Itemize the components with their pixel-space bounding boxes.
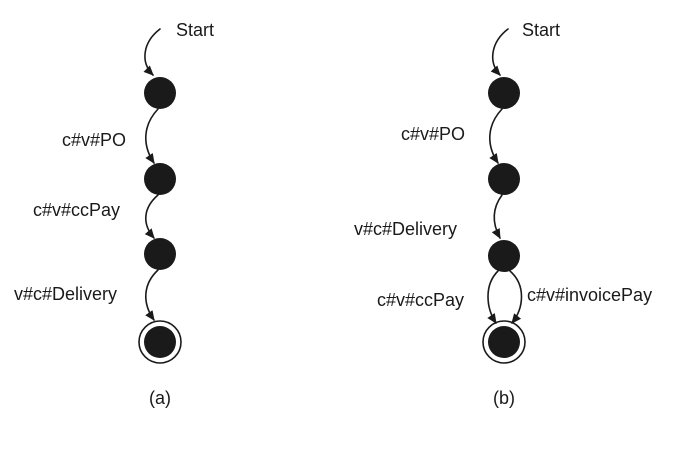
diagram-b-caption: (b) bbox=[493, 388, 515, 408]
diagram-b-label-invoicepay: c#v#invoicePay bbox=[527, 285, 652, 305]
diagram-a-state-2 bbox=[144, 163, 176, 195]
diagram-a-label-ccpay: c#v#ccPay bbox=[33, 200, 120, 220]
diagram-a-label-delivery: v#c#Delivery bbox=[14, 284, 117, 304]
diagram-a-state-1 bbox=[144, 77, 176, 109]
diagram-a-start-label: Start bbox=[176, 20, 214, 40]
diagram-a-final-ring bbox=[138, 320, 182, 364]
diagram-b-state-1 bbox=[488, 77, 520, 109]
diagram-a-edge-ccpay bbox=[144, 194, 159, 239]
diagram-a: Start c#v#PO c#v#ccPay v#c#Delivery (a) bbox=[14, 20, 214, 408]
diagram-b-label-delivery: v#c#Delivery bbox=[354, 219, 457, 239]
diagram-b-edge-delivery bbox=[491, 194, 503, 239]
diagram-a-state-3 bbox=[144, 238, 176, 270]
diagram-b-label-ccpay: c#v#ccPay bbox=[377, 290, 464, 310]
diagram-b-start-label: Start bbox=[522, 20, 560, 40]
diagram-a-caption: (a) bbox=[149, 388, 171, 408]
diagram-a-label-po: c#v#PO bbox=[62, 130, 126, 150]
diagram-b-state-2 bbox=[488, 163, 520, 195]
diagram-a-final-state bbox=[144, 326, 176, 358]
diagram-b-edge-po bbox=[489, 108, 503, 164]
diagram-b-final-ring bbox=[482, 320, 526, 364]
diagram-b-start-edge bbox=[490, 28, 509, 76]
diagram-a-edge-po bbox=[145, 108, 159, 164]
diagram-b-edge-invoicepay bbox=[509, 270, 523, 324]
diagram-b: Start c#v#PO v#c#Delivery c#v#ccPay c#v#… bbox=[354, 20, 652, 408]
diagram-b-label-po: c#v#PO bbox=[401, 124, 465, 144]
diagram-b-final-state bbox=[488, 326, 520, 358]
diagram-b-state-3 bbox=[488, 240, 520, 272]
diagram-b-edge-ccpay bbox=[487, 270, 499, 324]
diagram-a-start-edge bbox=[143, 28, 161, 76]
diagram-a-edge-delivery bbox=[145, 269, 159, 321]
